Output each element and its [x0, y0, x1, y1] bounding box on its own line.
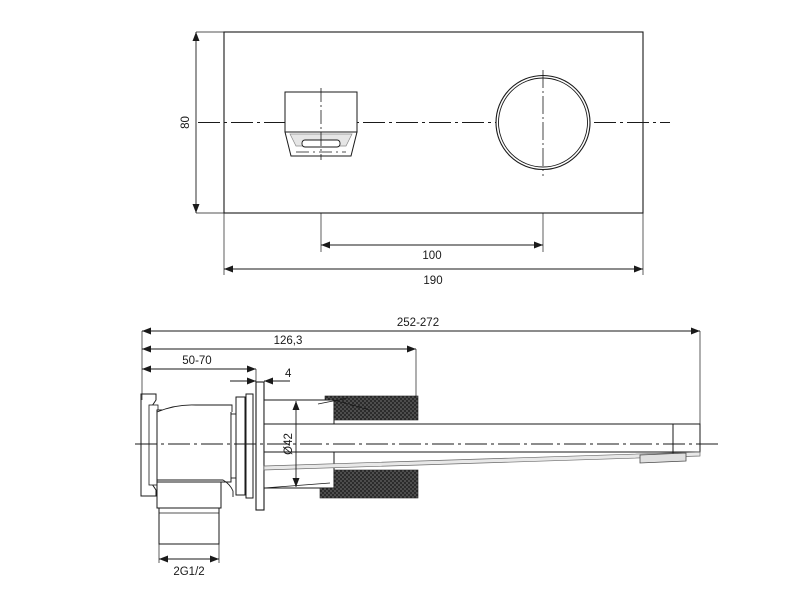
- dimension-depth-50-70: 50-70: [142, 355, 257, 382]
- spout-outlet: [284, 88, 358, 160]
- front-view: 80 100 190: [180, 31, 670, 287]
- aerator-face: [639, 452, 687, 464]
- dim-label-42: Ø42: [283, 433, 295, 455]
- dimension-overall-252-272: 252-272: [141, 317, 701, 430]
- valve-bottom-contour: [157, 479, 234, 497]
- dim-label-4: 4: [285, 368, 292, 380]
- dimension-spacing-100: 100: [320, 213, 544, 262]
- spout-tip-aerator: [639, 424, 687, 464]
- braided-hose-lower: [319, 469, 419, 499]
- valve-barrel: [156, 409, 232, 483]
- spout-shoulder-upper: [333, 399, 371, 411]
- dim-label-2g12: 2G1/2: [173, 566, 204, 578]
- dim-label-252-272: 252-272: [397, 317, 439, 329]
- spout-arm: [263, 399, 701, 489]
- valve-inlet-shoulder: [156, 481, 222, 509]
- spout-arm-underside: [263, 451, 701, 471]
- wall-mount-flange: [255, 381, 265, 511]
- dimension-height-80: 80: [180, 31, 224, 214]
- valve-top-contour: [156, 404, 233, 413]
- braided-hose-upper: [324, 395, 419, 421]
- spout-arm-body: [263, 423, 701, 453]
- valve-inlet-thread: [158, 507, 220, 545]
- dimension-plate-4: 4: [230, 368, 292, 385]
- dimension-width-190: 190: [223, 213, 644, 287]
- collar-ring-inner: [235, 396, 246, 496]
- dim-label-190: 190: [423, 275, 442, 287]
- leader-42: [317, 397, 349, 405]
- dimension-length-126-3: 126,3: [142, 335, 417, 398]
- side-view: 252-272 126,3 50-70 4: [135, 317, 718, 578]
- dim-label-100: 100: [422, 250, 441, 262]
- collar-ring-outer: [245, 393, 254, 499]
- dimension-diameter-42: Ø42: [283, 397, 349, 487]
- concealed-valve-body: [140, 393, 254, 545]
- dim-label-80: 80: [180, 116, 192, 129]
- dim-label-50-70: 50-70: [182, 355, 211, 367]
- control-handle-circle: [495, 70, 591, 176]
- dimension-thread-2g12: 2G1/2: [158, 544, 220, 578]
- dim-label-126-3: 126,3: [274, 335, 303, 347]
